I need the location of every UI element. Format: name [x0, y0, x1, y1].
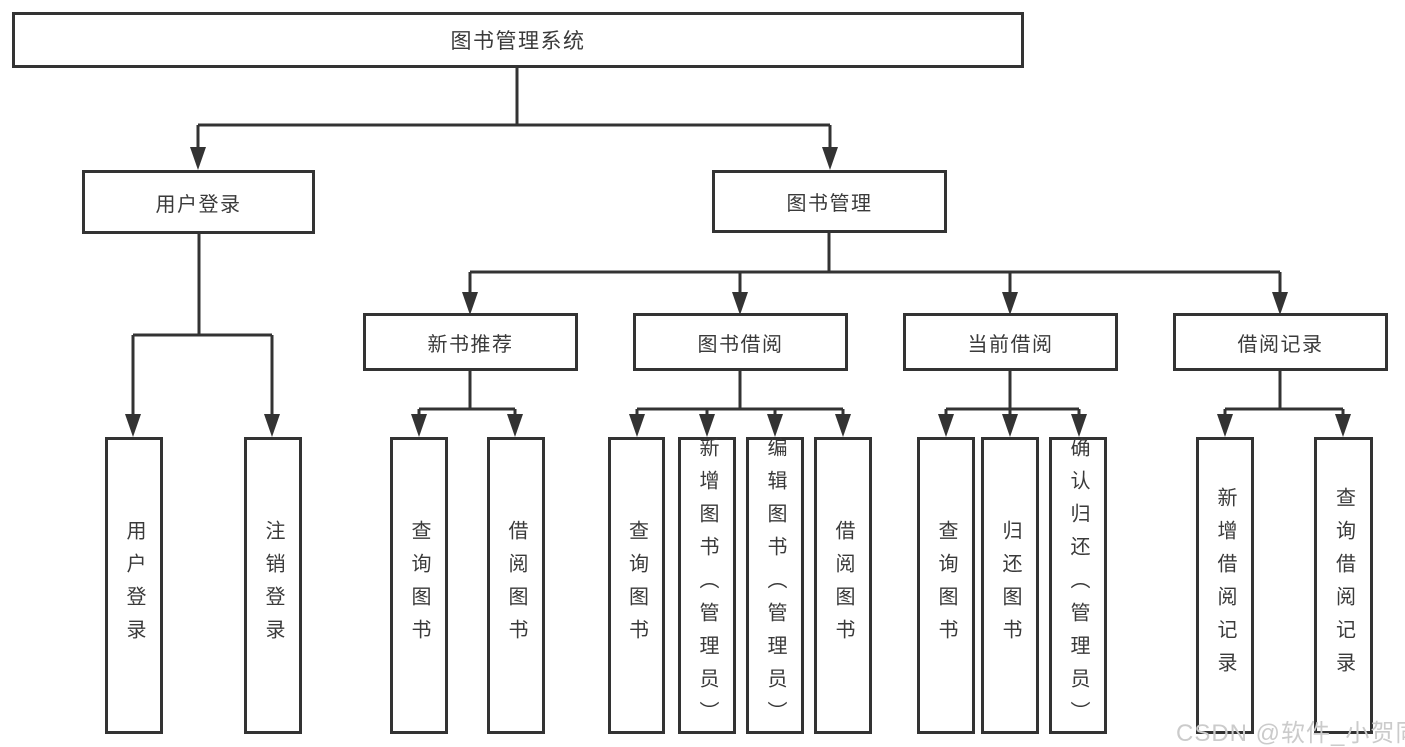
node-label: 查询图书: [408, 519, 430, 652]
arrowhead-down-icon: [1071, 414, 1087, 437]
node-book-management-branch: 图书管理: [712, 170, 947, 233]
leaf-borrow-books-2: 借阅图书: [814, 437, 872, 734]
arrowhead-down-icon: [1335, 414, 1351, 437]
leaf-query-books-1: 查询图书: [390, 437, 448, 734]
node-label: 查询图书: [935, 519, 957, 652]
arrowhead-down-icon: [732, 292, 748, 315]
arrowhead-down-icon: [507, 414, 523, 437]
arrowhead-down-icon: [462, 292, 478, 315]
node-library-management-system: 图书管理系统: [12, 12, 1024, 68]
arrowhead-down-icon: [835, 414, 851, 437]
leaf-logout: 注销登录: [244, 437, 302, 734]
node-label: 新书推荐: [427, 333, 514, 356]
leaf-user-login: 用户登录: [105, 437, 163, 734]
arrowhead-down-icon: [264, 414, 280, 437]
node-label: 图书管理系统: [450, 30, 586, 53]
leaf-edit-books-admin: 编辑图书（管理员）: [746, 437, 804, 734]
node-label: 查询图书: [625, 519, 648, 652]
node-label: 编辑图书（管理员）: [764, 437, 786, 734]
leaf-query-books-2: 查询图书: [608, 437, 665, 734]
arrowhead-down-icon: [938, 414, 954, 437]
arrowhead-down-icon: [629, 414, 645, 437]
node-label: 图书管理: [786, 193, 873, 215]
node-user-login-branch: 用户登录: [82, 170, 315, 234]
node-label: 归还图书: [999, 519, 1021, 652]
arrowhead-down-icon: [411, 414, 427, 437]
leaf-query-borrow-record: 查询借阅记录: [1314, 437, 1373, 734]
leaf-add-borrow-record: 新增借阅记录: [1196, 437, 1254, 734]
leaf-borrow-books-1: 借阅图书: [487, 437, 545, 734]
node-label: 当前借阅: [967, 333, 1054, 356]
arrowhead-down-icon: [125, 414, 141, 437]
node-label: 确认归还（管理员）: [1067, 437, 1089, 734]
csdn-watermark: CSDN @软件_小贺同学: [1176, 720, 1405, 747]
leaf-return-books: 归还图书: [981, 437, 1039, 734]
arrowhead-down-icon: [1002, 414, 1018, 437]
node-label: 新增借阅记录: [1214, 486, 1236, 685]
node-label: 用户登录: [155, 193, 242, 216]
node-current-borrowing: 当前借阅: [903, 313, 1118, 371]
node-label: 用户登录: [123, 519, 145, 652]
node-label: 注销登录: [262, 519, 284, 652]
node-borrowing-records: 借阅记录: [1173, 313, 1388, 371]
arrowhead-down-icon: [190, 147, 206, 170]
arrowhead-down-icon: [822, 147, 838, 170]
arrowhead-down-icon: [1217, 414, 1233, 437]
arrowhead-down-icon: [1272, 292, 1288, 315]
node-label: 借阅记录: [1237, 333, 1324, 356]
node-book-borrowing: 图书借阅: [633, 313, 848, 371]
node-new-book-recommendation: 新书推荐: [363, 313, 578, 371]
node-label: 查询借阅记录: [1332, 486, 1355, 685]
arrowhead-down-icon: [699, 414, 715, 437]
node-label: 新增图书（管理员）: [696, 437, 718, 734]
leaf-confirm-return-admin: 确认归还（管理员）: [1049, 437, 1107, 734]
arrowhead-down-icon: [767, 414, 783, 437]
node-label: 借阅图书: [832, 519, 854, 652]
node-label: 图书借阅: [697, 333, 784, 356]
node-label: 借阅图书: [505, 519, 527, 652]
leaf-query-books-3: 查询图书: [917, 437, 975, 734]
leaf-add-books-admin: 新增图书（管理员）: [678, 437, 736, 734]
arrowhead-down-icon: [1002, 292, 1018, 315]
